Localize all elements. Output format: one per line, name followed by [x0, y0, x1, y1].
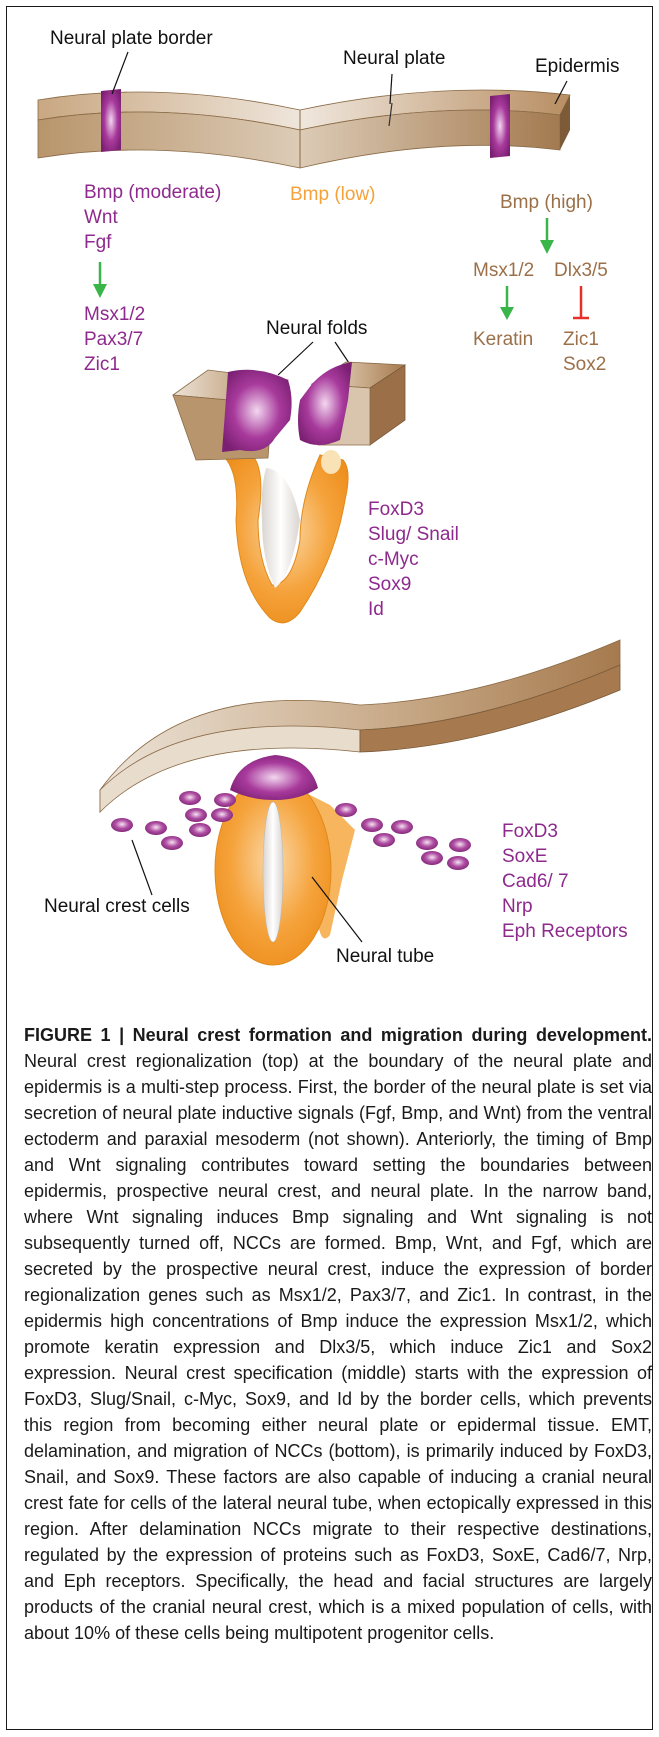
left-signal-fgf: Fgf [84, 232, 112, 253]
left-signal-list: Bmp (moderate) Wnt Fgf [84, 182, 221, 253]
bottom-gene-eph: Eph Receptors [502, 921, 628, 942]
figure-caption: FIGURE 1 | Neural crest formation and mi… [24, 1022, 652, 1646]
neural-folds-pointer-left [278, 342, 313, 375]
top-neural-plate-sheet [38, 89, 570, 168]
middle-gene-cmyc: c-Myc [368, 549, 419, 570]
bottom-gene-list: FoxD3 SoxE Cad6/ 7 Nrp Eph Receptors [502, 821, 628, 942]
left-target-zic: Zic1 [84, 354, 120, 375]
left-target-pax: Pax3/7 [84, 329, 143, 350]
center-signal-bmp-low: Bmp (low) [290, 184, 376, 205]
right-signal-bmp-high: Bmp (high) [500, 192, 593, 213]
right-target-sox2: Sox2 [563, 354, 606, 375]
neural-folds-label: Neural folds [266, 318, 367, 339]
right-mid-msx: Msx1/2 [473, 260, 534, 281]
neural-crest-cell [185, 808, 207, 822]
bottom-gene-foxd3: FoxD3 [502, 821, 558, 842]
neural-crest-cell [391, 820, 413, 834]
right-target-zic1: Zic1 [563, 329, 599, 350]
bottom-gene-cad: Cad6/ 7 [502, 871, 569, 892]
left-target-msx: Msx1/2 [84, 304, 145, 325]
right-target-keratin: Keratin [473, 329, 533, 350]
right-mid-dlx: Dlx3/5 [554, 260, 608, 281]
neural-crest-cell [214, 793, 236, 807]
neural-tube-label: Neural tube [336, 946, 434, 967]
middle-gene-slug-snail: Slug/ Snail [368, 524, 459, 545]
neural-crest-cell [373, 833, 395, 847]
middle-gene-list: FoxD3 Slug/ Snail c-Myc Sox9 Id [368, 499, 459, 620]
keratin-green-arrow [500, 286, 514, 320]
bottom-gene-soxe: SoxE [502, 846, 547, 867]
neural-crest-cell [111, 818, 133, 832]
neural-crest-cell [361, 818, 383, 832]
neural-crest-cell [421, 851, 443, 865]
neural-crest-cell [189, 823, 211, 837]
middle-gene-id: Id [368, 599, 384, 620]
neural-plate-label: Neural plate [343, 48, 445, 69]
neural-crest-cells-label: Neural crest cells [44, 896, 190, 917]
neural-crest-cell [179, 791, 201, 805]
middle-gene-foxd3: FoxD3 [368, 499, 424, 520]
left-signal-bmp-moderate: Bmp (moderate) [84, 182, 221, 203]
middle-gene-sox9: Sox9 [368, 574, 411, 595]
neural-crest-cell [447, 856, 469, 870]
right-green-arrow [540, 218, 554, 254]
left-target-list: Msx1/2 Pax3/7 Zic1 [84, 304, 145, 375]
left-signal-wnt: Wnt [84, 207, 119, 228]
caption-body: Neural crest regionalization (top) at th… [24, 1051, 652, 1643]
inhibition-red-bar [573, 286, 589, 318]
epidermis-label: Epidermis [535, 56, 619, 77]
figure-illustration: Neural plate border Neural plate Epiderm… [0, 0, 659, 1000]
neural-crest-cells-pointer [132, 840, 152, 895]
neural-crest-cell [145, 821, 167, 835]
neural-crest-cell [161, 836, 183, 850]
neural-plate-border-label: Neural plate border [50, 28, 213, 49]
neural-crest-cell [335, 803, 357, 817]
neural-plate-border-pointer [112, 52, 128, 94]
neural-crest-cell [211, 808, 233, 822]
left-green-arrow [93, 262, 107, 298]
bottom-gene-nrp: Nrp [502, 896, 533, 917]
caption-title: FIGURE 1 | Neural crest formation and mi… [24, 1025, 652, 1045]
neural-crest-cell [416, 836, 438, 850]
neural-crest-cell [449, 838, 471, 852]
